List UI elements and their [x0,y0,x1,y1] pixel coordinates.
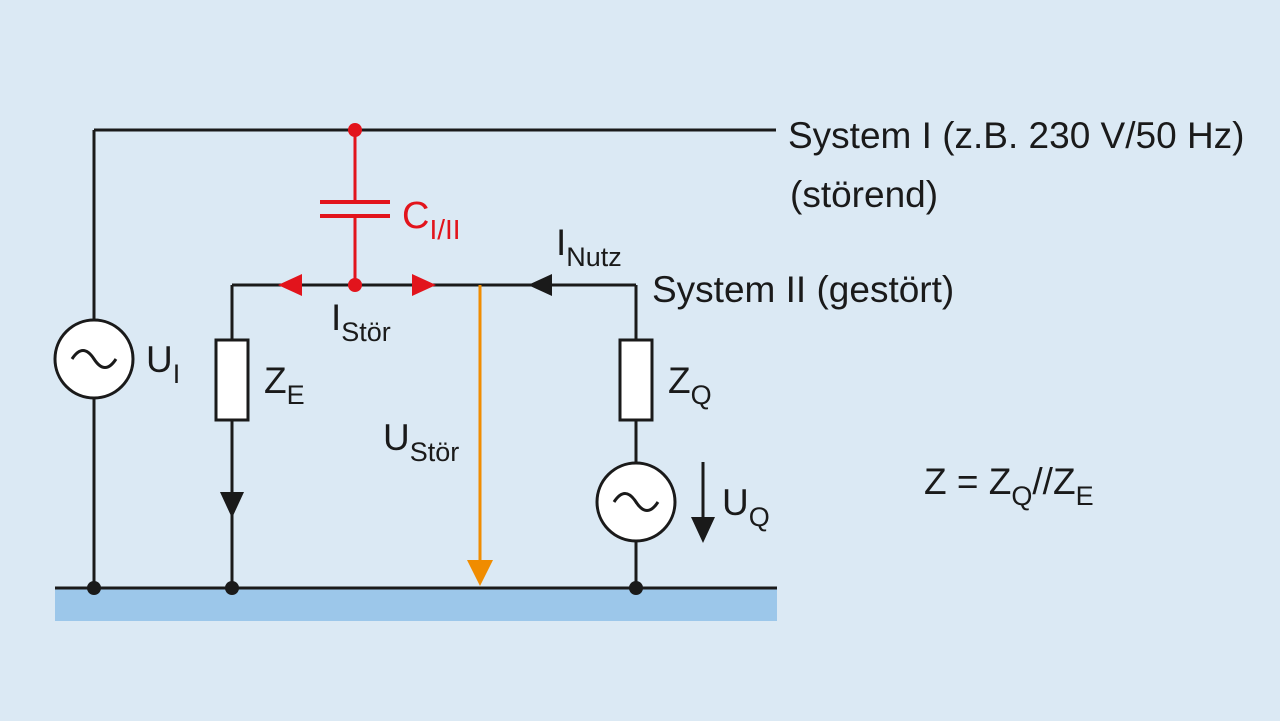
formula-part-a: Z = Z [924,461,1011,502]
impedance-ze-label: ZE [264,360,305,410]
ground-plane [55,588,777,621]
formula-sub-e: E [1076,481,1094,511]
ground-node-1 [87,581,101,595]
capacitor-label-sub: I/II [429,214,460,245]
useful-current-sub: Nutz [566,242,622,272]
source-voltage-uq-main: U [722,482,749,523]
impedance-ze [214,338,250,422]
source-voltage-ui-label: UI [146,339,180,389]
interference-current-arrow-left [278,274,302,296]
useful-current-main: I [556,222,566,263]
source-voltage-uq-sub: Q [749,502,770,532]
source-voltage-ui-main: U [146,339,173,380]
interference-voltage-label: UStör [383,417,459,467]
impedance-zq-main: Z [668,360,691,401]
capacitor-label-main: C [402,195,429,237]
coupling-capacitor [320,130,390,285]
impedance-formula: Z = ZQ//ZE [924,461,1094,511]
capacitor-node-bottom [348,278,362,292]
uq-voltage-arrow [691,462,715,543]
system-1-label: System I (z.B. 230 V/50 Hz) [788,115,1244,156]
voltage-source-ui [53,318,135,400]
interference-current-arrow-right [412,274,436,296]
interference-current-label: IStör [331,297,391,347]
formula-part-b: //Z [1032,461,1075,502]
capacitor-node-top [348,123,362,137]
interference-voltage-main: U [383,417,410,458]
interference-voltage-sub: Stör [410,437,460,467]
useful-current-arrow [528,274,552,296]
ground-node-2 [225,581,239,595]
source-voltage-ui-sub: I [173,359,181,389]
voltage-source-uq [595,461,677,543]
impedance-zq [618,338,654,422]
useful-current-label: INutz [556,222,622,272]
source-voltage-uq-label: UQ [722,482,770,532]
impedance-zq-sub: Q [691,380,712,410]
formula-sub-q: Q [1011,481,1032,511]
system-1-sublabel: (störend) [790,174,938,215]
interference-current-sub: Stör [341,317,391,347]
interference-current-main: I [331,297,341,338]
impedance-ze-main: Z [264,360,287,401]
system-1-wiring [55,128,777,590]
impedance-zq-label: ZQ [668,360,712,410]
capacitor-label: CI/II [402,195,461,245]
interference-voltage-arrow [467,285,493,586]
ground-node-3 [629,581,643,595]
system-2-label: System II (gestört) [652,269,954,310]
impedance-ze-sub: E [287,380,305,410]
ze-current-arrow [220,492,244,518]
